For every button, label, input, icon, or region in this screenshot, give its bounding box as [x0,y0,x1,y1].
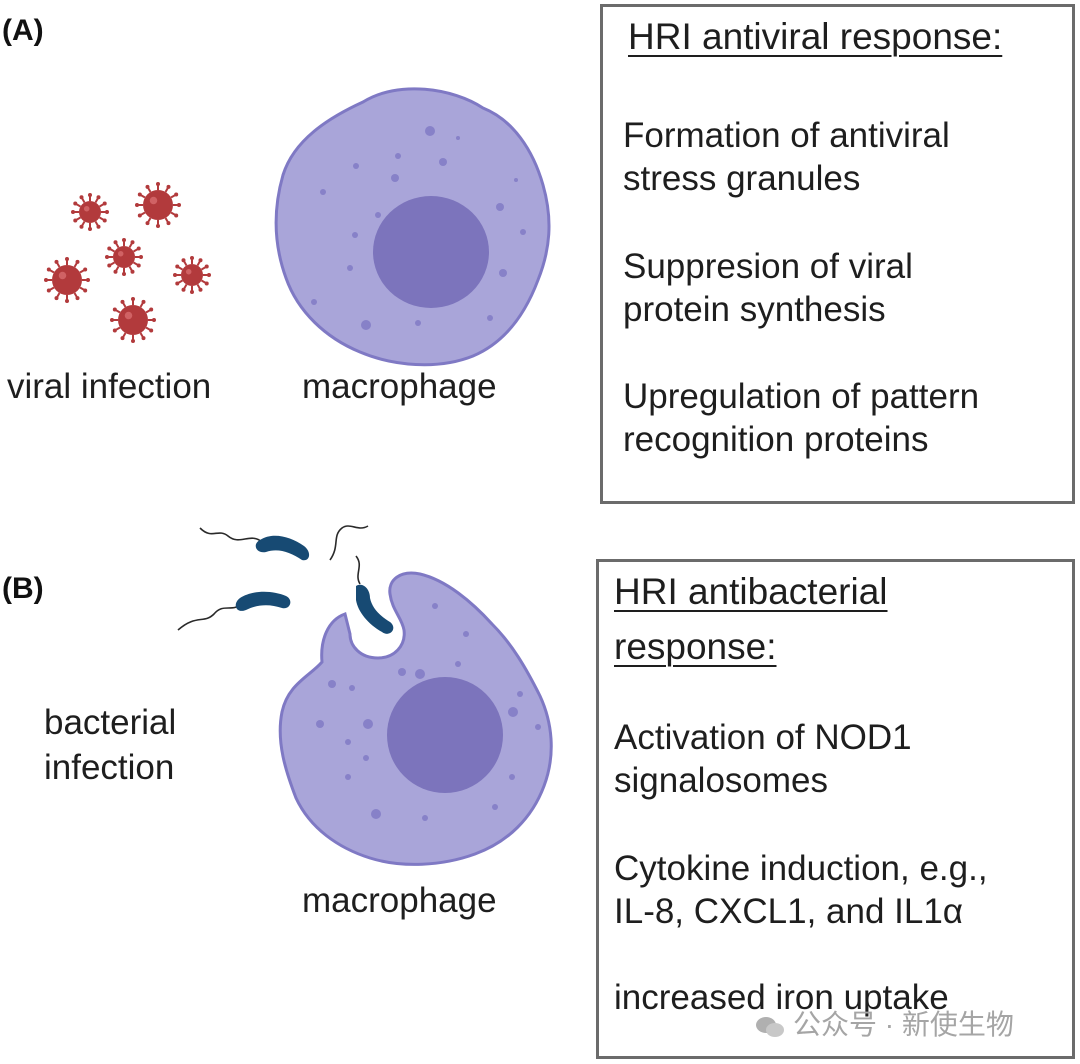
antibacterial-response-box: HRI antibacterial response: Activation o… [596,559,1075,1059]
antiviral-item-3: Upregulation of pattern recognition prot… [623,377,980,459]
macrophage-b-icon [278,571,553,866]
virus-cluster-icon [44,182,211,343]
antiviral-response-box: HRI antiviral response: Formation of ant… [600,4,1075,504]
bacteria-cluster-icon [177,525,394,634]
antibacterial-item-3: increased iron uptake [614,978,949,1017]
virus-particle-icon [135,182,181,228]
antiviral-item-2: Suppresion of viral protein synthesis [623,247,913,329]
virus-particle-icon [105,238,143,276]
antibacterial-title-line1: HRI antibacterial [614,571,888,612]
antibacterial-box-title: HRI antibacterial response: [614,564,888,674]
watermark: 公众号 · 新使生物 [755,1003,1014,1043]
panel-a-label: (A) [2,14,44,47]
bacterial-infection-caption: bacterial infection [44,703,177,787]
antibacterial-item-2: Cytokine induction, e.g., IL-8, CXCL1, a… [614,849,988,931]
antiviral-item-1: Formation of antiviral stress granules [623,116,950,198]
antiviral-box-title: HRI antiviral response: [628,16,1003,57]
panel-b-label: (B) [2,572,44,605]
wechat-icon [756,1016,784,1037]
watermark-text: 公众号 · 新使生物 [793,1009,1014,1040]
virus-particle-icon [71,193,109,231]
antibacterial-title-line2: response: [614,626,777,667]
viral-infection-caption: viral infection [7,367,212,406]
macrophage-a-caption: macrophage [302,367,497,406]
macrophage-a-icon [274,87,551,367]
virus-particle-icon [110,297,156,343]
virus-particle-icon [44,257,90,303]
macrophage-b-caption: macrophage [302,881,497,920]
virus-particle-icon [173,256,211,294]
antibacterial-item-1: Activation of NOD1 signalosomes [614,718,912,800]
